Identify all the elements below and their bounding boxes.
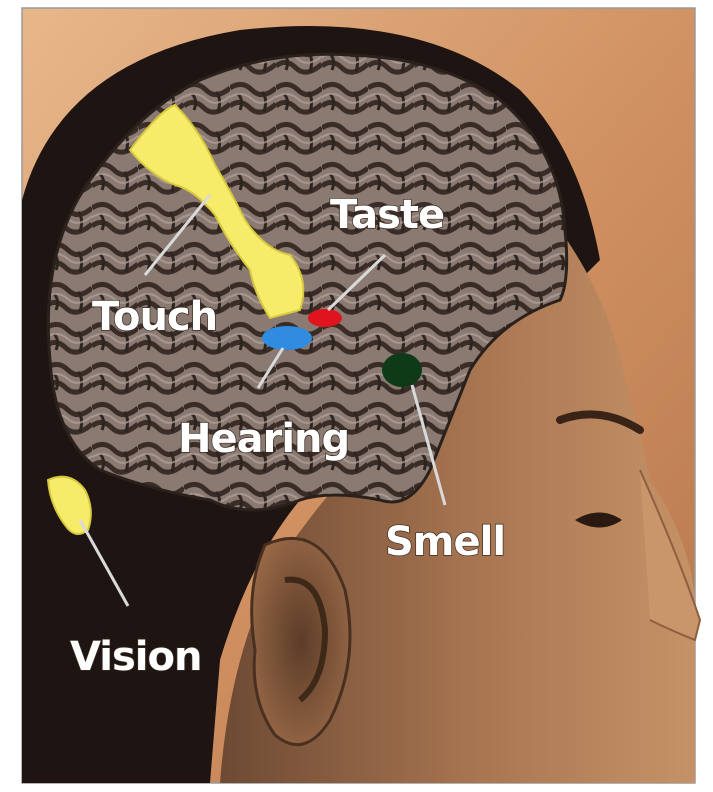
taste-label: Taste bbox=[330, 192, 444, 238]
hearing-label: Hearing bbox=[178, 416, 349, 462]
smell-region bbox=[382, 353, 422, 387]
vision-label: Vision bbox=[70, 634, 201, 680]
hearing-region bbox=[262, 326, 312, 350]
touch-label: Touch bbox=[92, 294, 217, 340]
taste-region bbox=[308, 309, 342, 327]
smell-label: Smell bbox=[385, 519, 505, 565]
